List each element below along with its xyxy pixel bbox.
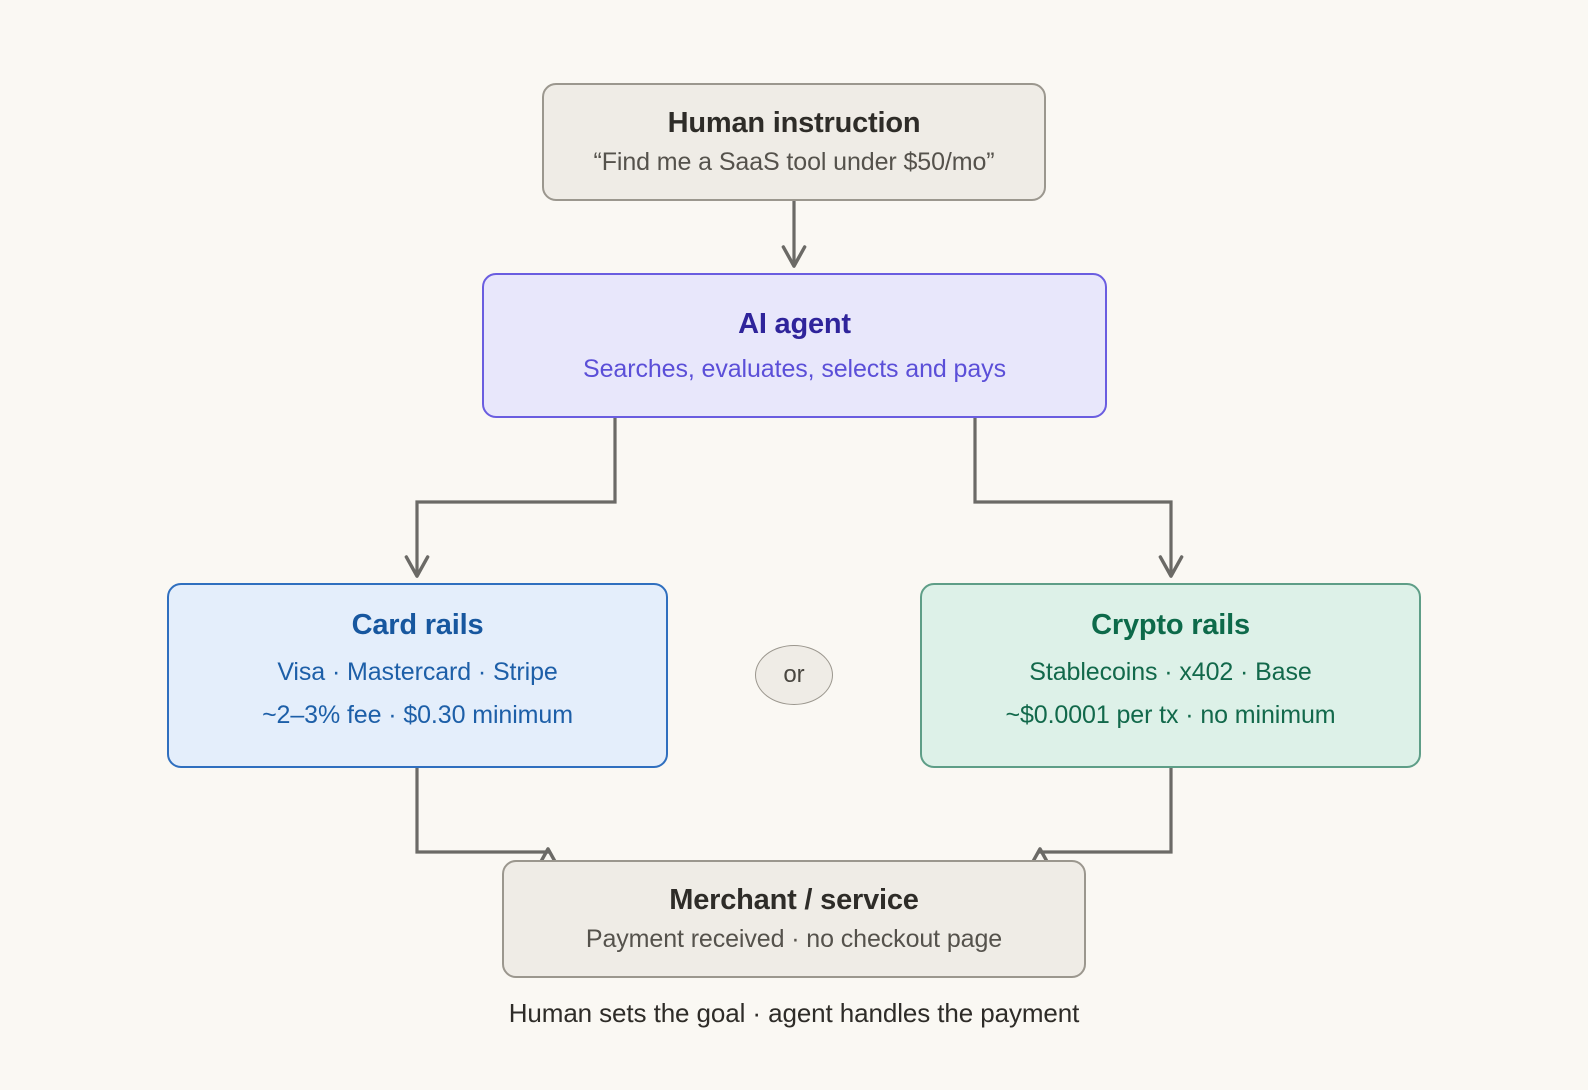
node-human-instruction-subtitle: “Find me a SaaS tool under $50/mo” [593,148,995,176]
node-ai-agent-subtitle: Searches, evaluates, selects and pays [583,354,1006,383]
edge-agent-to-crypto [973,416,1184,578]
edge-agent-to-card [404,416,617,578]
edge-card-to-merchant [415,766,561,870]
node-ai-agent-title: AI agent [738,307,851,340]
node-ai-agent: AI agent Searches, evaluates, selects an… [482,273,1107,418]
node-card-rails-line-1: Visa · Mastercard · Stripe [277,658,558,686]
node-crypto-rails-title: Crypto rails [1091,609,1250,641]
node-card-rails-title: Card rails [351,609,484,641]
node-merchant-service-subtitle: Payment received · no checkout page [585,925,1003,953]
node-merchant-service: Merchant / service Payment received · no… [502,860,1086,978]
node-crypto-rails-line-2: ~$0.0001 per tx · no minimum [1005,701,1336,729]
node-crypto-rails-line-1: Stablecoins · x402 · Base [1029,658,1312,686]
diagram-caption: Human sets the goal · agent handles the … [508,998,1080,1028]
node-merchant-service-title: Merchant / service [669,884,919,916]
edge-crypto-to-merchant [1027,766,1173,870]
node-crypto-rails: Crypto rails Stablecoins · x402 · Base ~… [920,583,1421,768]
or-divider-badge: or [755,645,833,705]
node-card-rails: Card rails Visa · Mastercard · Stripe ~2… [167,583,668,768]
node-human-instruction: Human instruction “Find me a SaaS tool u… [542,83,1046,201]
node-human-instruction-title: Human instruction [667,107,921,139]
node-card-rails-line-2: ~2–3% fee · $0.30 minimum [262,701,573,729]
or-divider-label: or [783,661,805,688]
